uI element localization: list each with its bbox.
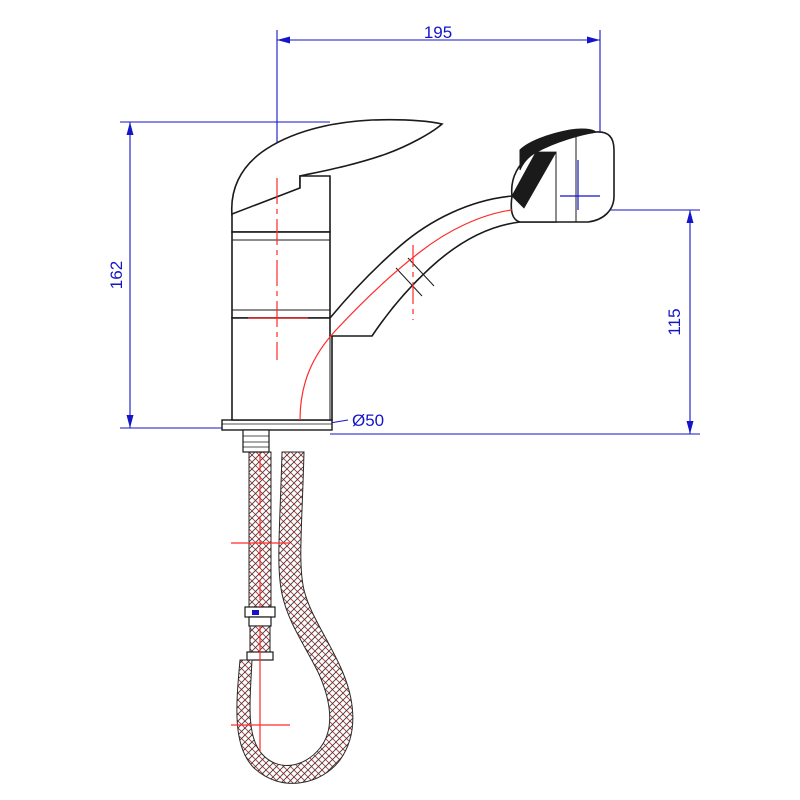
base-column: [231, 317, 333, 421]
faucet-body: [230, 118, 615, 421]
cartridge-body: [231, 231, 331, 319]
dimension-lines: [120, 30, 700, 435]
lever-handle: [230, 118, 444, 217]
dimension-label-height: 162: [107, 261, 126, 289]
dimension-spout-height: [330, 209, 700, 435]
centerline-flow-path: [299, 209, 513, 421]
hose-centerlines: [231, 452, 290, 752]
dimension-label-base-diameter: Ø50: [352, 411, 384, 430]
braided-hose: [231, 451, 354, 784]
dimension-overall-height: [120, 121, 330, 429]
hose-loop: [236, 451, 354, 784]
spray-head-band: [519, 128, 598, 171]
centerlines: [248, 160, 600, 421]
base-flange: [221, 419, 333, 453]
dimension-label-width: 195: [424, 23, 452, 42]
dimension-label-spout-height: 115: [665, 308, 684, 335]
